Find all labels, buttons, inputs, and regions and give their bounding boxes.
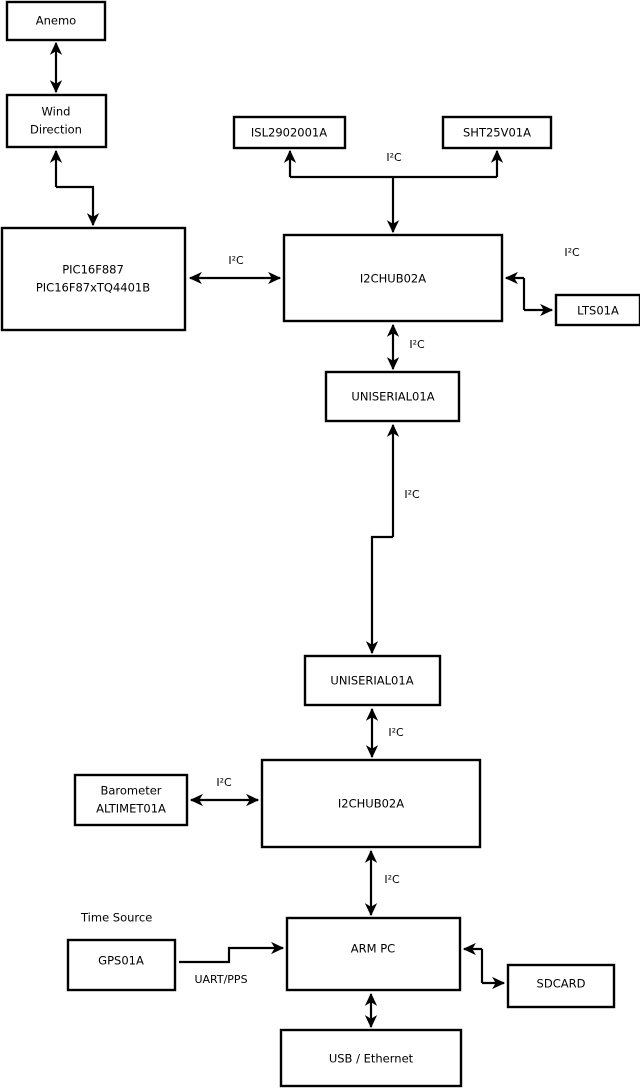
node-usb-ethernet[interactable]: USB / Ethernet xyxy=(279,1028,463,1088)
edge-label-gps-armpc: UART/PPS xyxy=(194,973,247,986)
edge-wind-pic-step xyxy=(56,185,100,227)
node-label-i2chub02a-top: I2CHUB02A xyxy=(360,272,426,286)
label-time-source: Time Source xyxy=(80,911,152,925)
node-wind-direction[interactable]: Wind Direction xyxy=(5,93,108,149)
edge-label-pic-hub: I²C xyxy=(228,254,244,267)
node-label-gps01a: GPS01A xyxy=(98,954,144,968)
node-label-uniserial01a-lower: UNISERIAL01A xyxy=(330,674,413,688)
node-lts01a[interactable]: LTS01A xyxy=(554,293,640,327)
edge-label-hub-isl-sht: I²C xyxy=(386,151,402,164)
edge-label-hub-uniserial-up: I²C xyxy=(409,338,425,351)
edge-label-uniserial-hub-bottom: I²C xyxy=(388,726,404,739)
node-label-barometer-line2: ALTIMET01A xyxy=(96,802,166,816)
edge-label-hub-armpc: I²C xyxy=(384,873,400,886)
node-sdcard[interactable]: SDCARD xyxy=(506,963,616,1009)
node-label-i2chub02a-bottom: I2CHUB02A xyxy=(338,797,404,811)
node-uniserial01a-upper[interactable]: UNISERIAL01A xyxy=(324,370,461,423)
node-i2chub02a-bottom[interactable]: I2CHUB02A xyxy=(260,758,482,849)
node-uniserial01a-lower[interactable]: UNISERIAL01A xyxy=(303,654,442,707)
node-label-wind-direction-line1: Wind xyxy=(42,105,71,119)
edge-label-barometer-hub: I²C xyxy=(216,776,232,789)
node-label-pic-line1: PIC16F887 xyxy=(62,263,124,277)
node-pic-microcontroller[interactable]: PIC16F887 PIC16F87xTQ4401B xyxy=(0,226,187,332)
edge-label-hub-lts: I²C xyxy=(564,246,580,259)
node-label-pic-line2: PIC16F87xTQ4401B xyxy=(36,281,150,295)
edge-label-uniserial-link: I²C xyxy=(404,488,420,501)
node-gps01a[interactable]: GPS01A xyxy=(66,938,177,992)
node-label-wind-direction-line2: Direction xyxy=(30,123,82,137)
node-label-sht25v01a: SHT25V01A xyxy=(463,126,531,140)
edge-gps-armpc xyxy=(179,941,285,964)
node-barometer[interactable]: Barometer ALTIMET01A xyxy=(73,773,189,827)
node-isl2902001a[interactable]: ISL2902001A xyxy=(232,115,347,150)
node-sht25v01a[interactable]: SHT25V01A xyxy=(441,115,553,150)
node-label-usb-ethernet: USB / Ethernet xyxy=(329,1052,414,1066)
node-label-sdcard: SDCARD xyxy=(537,977,586,991)
node-i2chub02a-top[interactable]: I2CHUB02A xyxy=(282,233,504,323)
node-label-uniserial01a-upper: UNISERIAL01A xyxy=(351,390,434,404)
node-arm-pc[interactable]: ARM PC xyxy=(285,916,462,992)
node-anemo[interactable]: Anemo xyxy=(5,0,107,42)
node-label-barometer-line1: Barometer xyxy=(100,784,161,798)
node-label-arm-pc: ARM PC xyxy=(351,942,395,956)
edge-uniserial-link-step xyxy=(365,535,393,655)
node-label-anemo: Anemo xyxy=(36,14,76,28)
node-label-isl2902001a: ISL2902001A xyxy=(251,126,327,140)
node-label-lts01a: LTS01A xyxy=(577,304,619,318)
connectors: I²C I²C I²C I²C I²C I²C I²C I²C UART/PPS xyxy=(49,41,580,1029)
